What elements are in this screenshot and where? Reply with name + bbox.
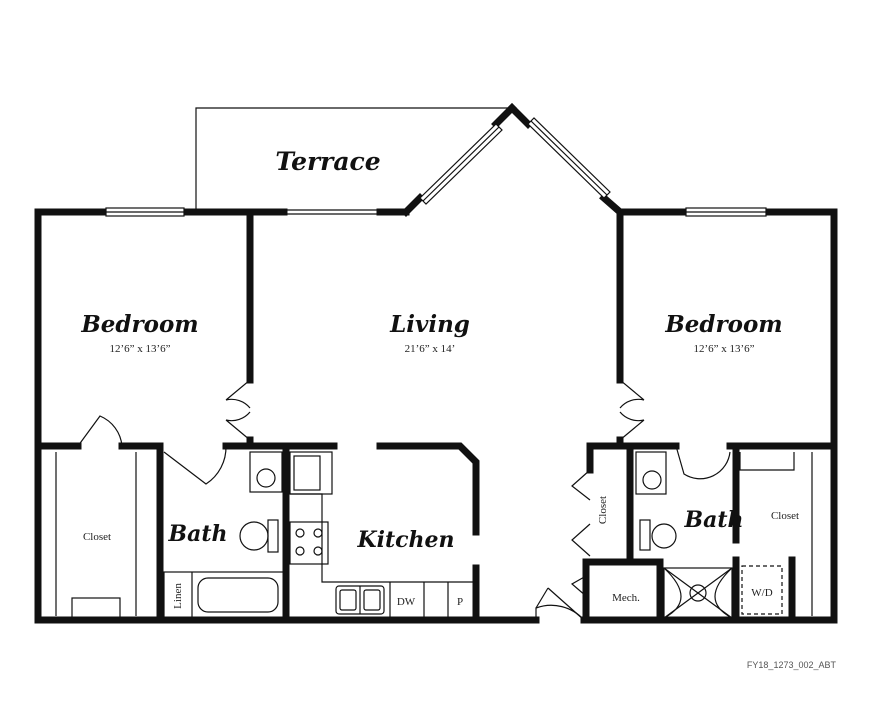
living-dimensions: 21’6” x 14’ — [405, 343, 456, 355]
plan-code: FY18_1273_002_ABT — [747, 660, 837, 670]
doors — [77, 379, 731, 621]
bath-right-label: Bath — [683, 507, 743, 533]
terrace-label: Terrace — [275, 147, 380, 176]
bedroom-right-dimensions: 12’6” x 13’6” — [693, 343, 754, 355]
closet-right-label: Closet — [771, 510, 799, 522]
bedroom-left-dimensions: 12’6” x 13’6” — [109, 343, 170, 355]
closet-left-label: Closet — [83, 531, 111, 543]
living-label: Living — [389, 311, 470, 338]
terrace-area — [195, 107, 512, 210]
bedroom-right-label: Bedroom — [664, 311, 782, 338]
pantry-label: P — [457, 596, 463, 608]
dishwasher-label: DW — [397, 596, 416, 608]
washer-dryer-label: W/D — [751, 587, 772, 599]
fixtures — [55, 451, 795, 619]
linen-label: Linen — [172, 583, 184, 609]
interior-walls — [34, 208, 838, 624]
mech-label: Mech. — [612, 592, 640, 604]
closet-mid-label: Closet — [597, 496, 609, 524]
bath-left-label: Bath — [167, 521, 227, 547]
kitchen-label: Kitchen — [356, 527, 454, 553]
windows — [105, 117, 767, 217]
bedroom-left-label: Bedroom — [80, 311, 198, 338]
